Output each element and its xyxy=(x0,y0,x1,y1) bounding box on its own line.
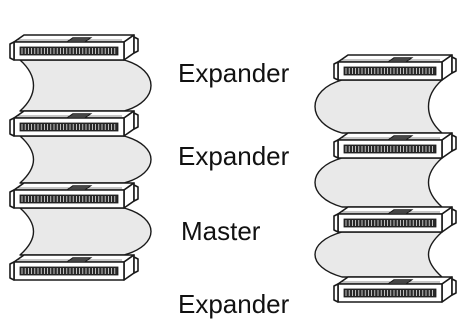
right-connector-1 xyxy=(333,54,457,81)
ribbon-left-2 xyxy=(19,135,152,184)
left-connector-4 xyxy=(9,254,139,281)
ribbon-left-1 xyxy=(19,59,152,112)
ribbon-left-3 xyxy=(19,207,152,256)
right-connector-4 xyxy=(333,276,457,303)
left-connector-1 xyxy=(9,34,139,61)
ribbon-right-2 xyxy=(314,157,443,208)
left-connector-3 xyxy=(9,182,139,209)
right-connector-3 xyxy=(333,206,457,233)
connector-label-expander-2: Expander xyxy=(178,141,290,171)
connector-label-expander-1: Expander xyxy=(178,58,290,88)
right-connector-2 xyxy=(333,132,457,159)
ribbon-right-3 xyxy=(314,231,443,278)
connector-label-master: Master xyxy=(181,216,261,246)
left-connector-2 xyxy=(9,110,139,137)
ribbon-right-1 xyxy=(314,79,443,134)
connector-label-expander-3: Expander xyxy=(178,289,290,319)
